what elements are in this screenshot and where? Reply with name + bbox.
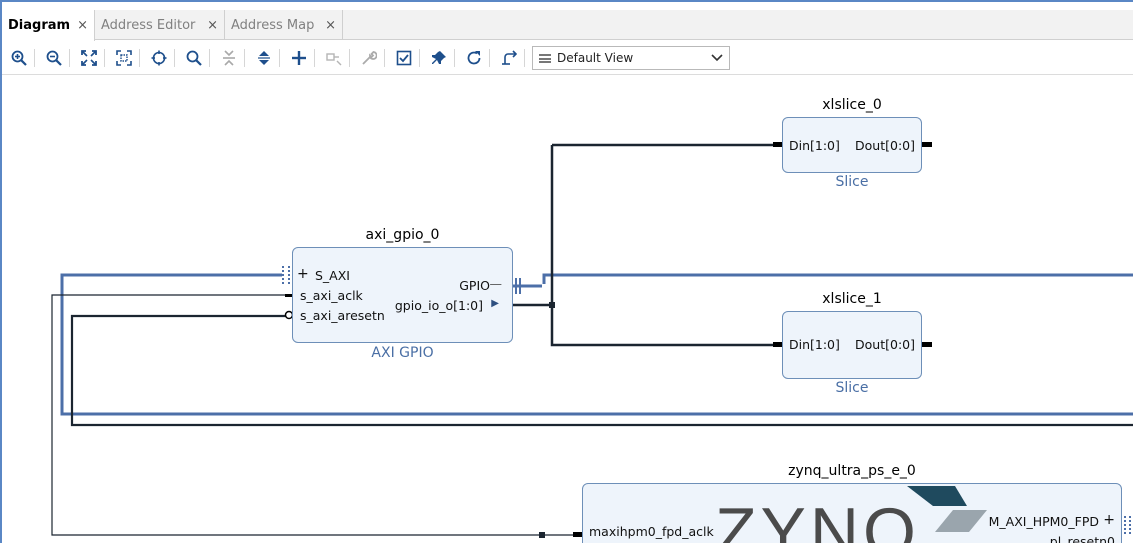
- output-arrow-icon: ▶: [491, 298, 499, 309]
- din-pin: [773, 142, 783, 147]
- properties-wrench-icon[interactable]: [359, 48, 379, 68]
- view-select-dropdown[interactable]: Default View: [532, 46, 730, 70]
- close-icon[interactable]: ×: [325, 18, 336, 33]
- port-gpio-io-o[interactable]: gpio_io_o[1:0]: [394, 298, 483, 313]
- close-icon[interactable]: ×: [207, 18, 218, 33]
- toolbar-divider: [384, 49, 385, 67]
- xlslice0-port-dout[interactable]: Dout[0:0]: [855, 138, 915, 153]
- zynq-port-maxihpm0-fpd-aclk[interactable]: maxihpm0_fpd_aclk: [589, 524, 714, 539]
- xlslice1-port-dout[interactable]: Dout[0:0]: [855, 337, 915, 352]
- tab-address-map-label: Address Map: [231, 17, 315, 33]
- slice-din-net: [550, 145, 777, 347]
- s-axi-interface-pin: [282, 266, 290, 284]
- toolbar-divider: [524, 49, 525, 67]
- tab-address-map[interactable]: Address Map ×: [225, 10, 343, 40]
- tab-address-editor[interactable]: Address Editor ×: [95, 10, 225, 40]
- view-select-value: Default View: [557, 51, 634, 65]
- xlslice0-block[interactable]: Din[1:0] Dout[0:0]: [782, 117, 922, 173]
- port-s-axi[interactable]: S_AXI: [315, 268, 350, 283]
- fit-selection-icon[interactable]: [114, 48, 134, 68]
- zynq-block[interactable]: ZYNQ maxihpm0_fpd_aclk M_AXI_HPM0_FPD + …: [582, 483, 1122, 543]
- tab-diagram-label: Diagram: [8, 18, 71, 33]
- toolbar-divider: [314, 49, 315, 67]
- xlslice1-port-din[interactable]: Din[1:0]: [789, 337, 840, 352]
- pin-icon[interactable]: [429, 48, 449, 68]
- zynq-instance-name: zynq_ultra_ps_e_0: [788, 463, 916, 479]
- optimize-routing-icon[interactable]: [499, 48, 519, 68]
- chevron-down-icon: [711, 50, 723, 67]
- toolbar-divider: [419, 49, 420, 67]
- xlslice0-port-din[interactable]: Din[1:0]: [789, 138, 840, 153]
- toolbar-divider: [174, 49, 175, 67]
- tab-diagram[interactable]: Diagram ×: [2, 10, 95, 41]
- port-s-axi-aresetn[interactable]: s_axi_aresetn: [300, 308, 385, 323]
- toolbar-divider: [139, 49, 140, 67]
- view-list-icon: [539, 54, 551, 63]
- toolbar-divider: [454, 49, 455, 67]
- port-gpio[interactable]: GPIO: [459, 278, 490, 293]
- toolbar-divider: [279, 49, 280, 67]
- reset-net: [70, 314, 1133, 427]
- xlslice0-instance-name: xlslice_0: [822, 97, 882, 113]
- regenerate-layout-icon[interactable]: [464, 48, 484, 68]
- target-icon[interactable]: [149, 48, 169, 68]
- toolbar-divider: [349, 49, 350, 67]
- xlslice1-block[interactable]: Din[1:0] Dout[0:0]: [782, 311, 922, 379]
- xlslice1-type-label: Slice: [835, 380, 869, 396]
- din-pin: [773, 342, 783, 347]
- nets-layer: [51, 142, 1133, 538]
- zoom-out-icon[interactable]: [44, 48, 64, 68]
- zynq-logo-icon: [907, 486, 987, 532]
- collapse-all-icon[interactable]: [219, 48, 239, 68]
- m-axi-interface-pin: [1124, 516, 1131, 536]
- tab-address-editor-label: Address Editor: [101, 17, 196, 33]
- clk-pin: [573, 532, 583, 537]
- zynq-port-pl-resetn0[interactable]: pl_resetn0: [1049, 534, 1115, 543]
- dout-pin: [922, 342, 932, 347]
- tab-bar: Diagram × Address Editor × Address Map ×: [2, 10, 1133, 41]
- add-ip-icon[interactable]: [289, 48, 309, 68]
- axi-bus-net: [60, 273, 1133, 416]
- expand-plus-icon[interactable]: +: [297, 266, 309, 282]
- toolbar-divider: [34, 49, 35, 67]
- net-junction: [549, 302, 555, 308]
- zynq-logo-text: ZYNQ: [715, 494, 920, 543]
- zynq-port-m-axi-hpm0-fpd[interactable]: M_AXI_HPM0_FPD: [988, 514, 1099, 529]
- gpio-dash-icon: —: [489, 276, 503, 291]
- toolbar-divider: [69, 49, 70, 67]
- axi-gpio-type-label: AXI GPIO: [371, 345, 434, 361]
- toolbar-divider: [209, 49, 210, 67]
- xlslice1-instance-name: xlslice_1: [822, 291, 882, 307]
- expand-plus-icon[interactable]: +: [1103, 512, 1115, 528]
- dout-pin: [922, 142, 932, 147]
- axi-gpio-instance-name: axi_gpio_0: [365, 227, 440, 243]
- toolbar-divider: [244, 49, 245, 67]
- axi-gpio-block[interactable]: + S_AXI s_axi_aclk s_axi_aresetn GPIO — …: [292, 247, 513, 343]
- expand-all-icon[interactable]: [254, 48, 274, 68]
- gpio-interface-pin: [515, 278, 521, 294]
- search-icon[interactable]: [184, 48, 204, 68]
- validate-design-icon[interactable]: [394, 48, 414, 68]
- port-s-axi-aclk[interactable]: s_axi_aclk: [300, 288, 363, 303]
- close-icon[interactable]: ×: [77, 18, 88, 33]
- xlslice0-type-label: Slice: [835, 174, 869, 190]
- clock-net: [51, 294, 577, 536]
- make-connection-icon[interactable]: [324, 48, 344, 68]
- aclk-pin: [285, 294, 293, 297]
- toolbar-divider: [104, 49, 105, 67]
- block-design-canvas[interactable]: axi_gpio_0 + S_AXI s_axi_aclk s_axi_ares…: [2, 76, 1133, 543]
- gpio-bus-net: [542, 273, 1133, 284]
- net-junction: [539, 532, 545, 538]
- fit-full-icon[interactable]: [79, 48, 99, 68]
- diagram-toolbar: Default View: [2, 41, 1133, 75]
- zoom-in-icon[interactable]: [9, 48, 29, 68]
- toolbar-divider: [489, 49, 490, 67]
